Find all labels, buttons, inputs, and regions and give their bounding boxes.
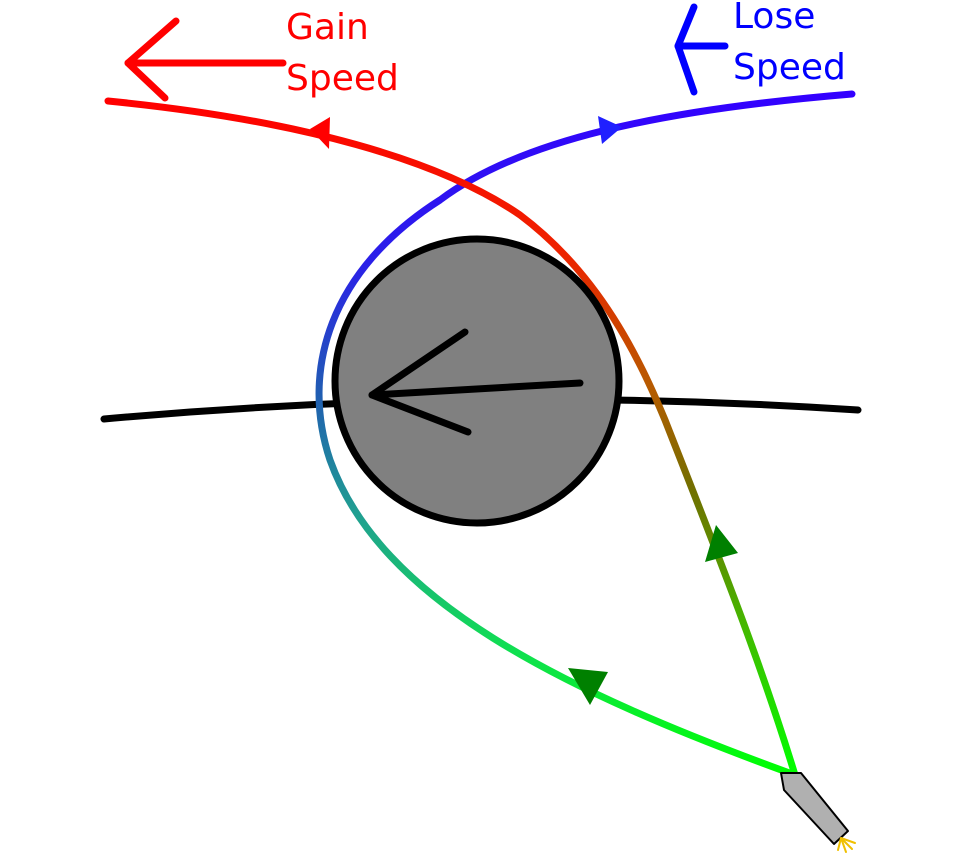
green-path-arrowhead-right <box>705 525 738 562</box>
gain-speed-label-line2: Speed <box>286 58 399 99</box>
planet-velocity-arrow-icon <box>368 328 584 436</box>
left-arrow-red-icon <box>124 17 287 102</box>
lose-speed-label-line1: Lose <box>733 0 815 37</box>
spacecraft-probe-icon <box>780 772 856 853</box>
gain-speed-trajectory <box>104 97 799 779</box>
gain-speed-label-line1: Gain <box>286 7 369 48</box>
green-path-arrowhead-left <box>568 668 608 705</box>
gain-path-arrowhead <box>310 117 330 149</box>
exhaust-icon <box>837 837 856 853</box>
left-arrow-blue-icon <box>674 3 729 96</box>
lose-speed-label-line2: Speed <box>733 47 846 88</box>
lose-path-arrowhead <box>598 116 622 144</box>
lose-speed-trajectory <box>315 90 856 779</box>
planet <box>331 235 623 527</box>
